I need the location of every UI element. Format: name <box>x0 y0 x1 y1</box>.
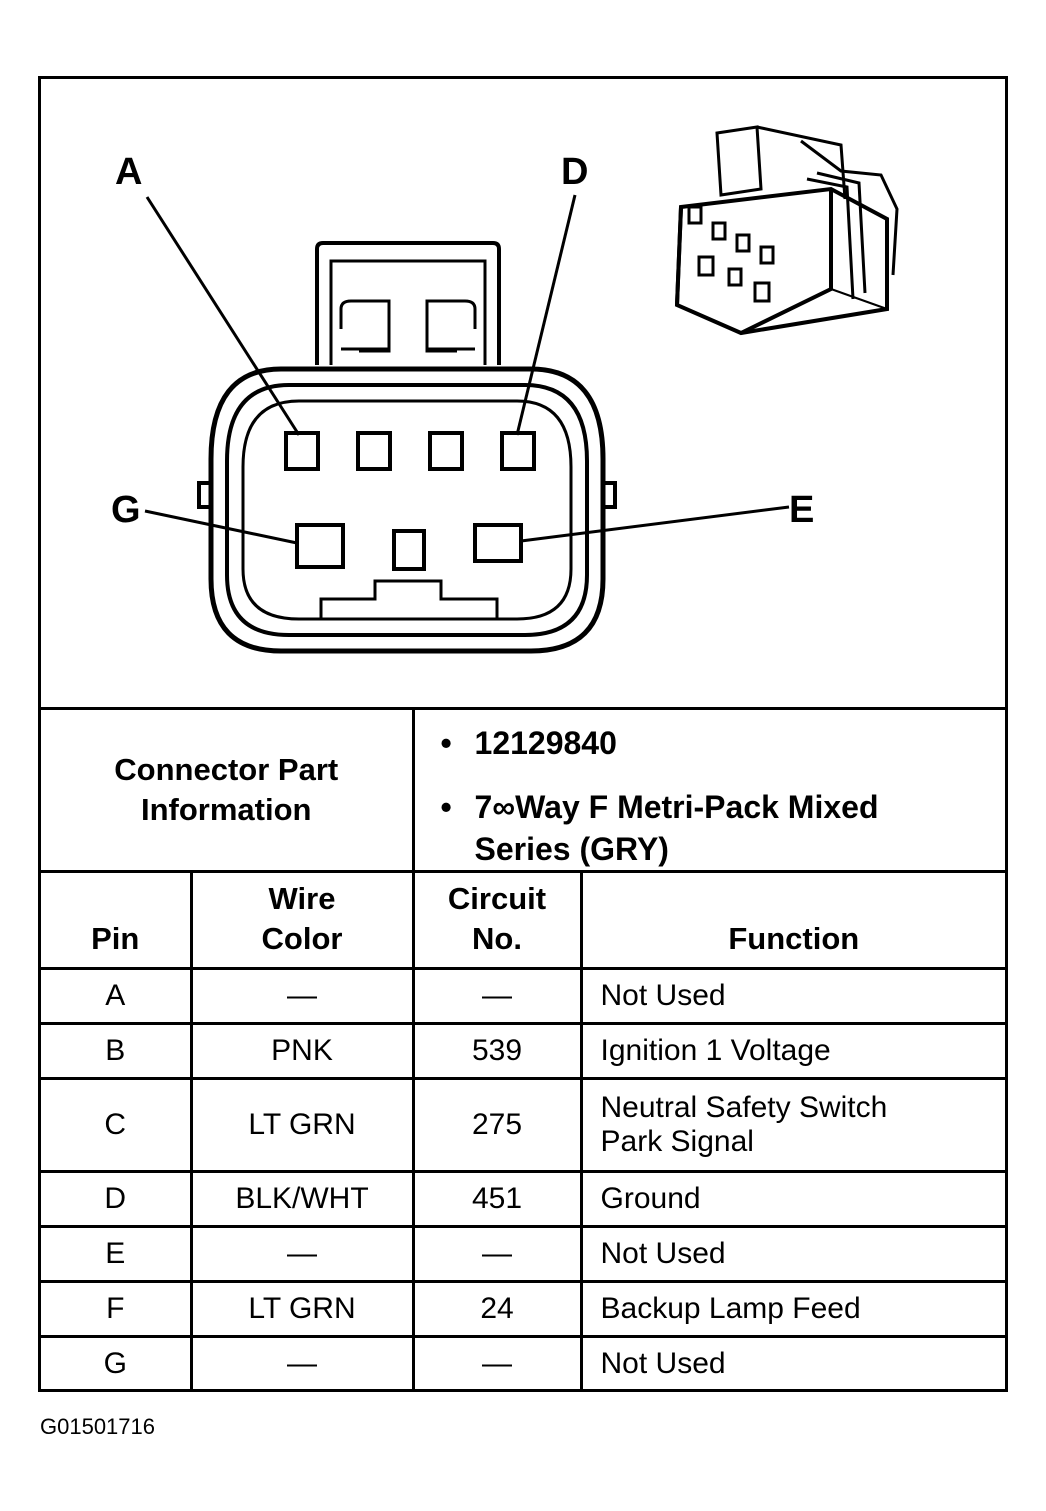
header-circuit-line1: Circuit <box>447 881 547 916</box>
pin-cell: B <box>41 1022 193 1080</box>
table-row: B PNK 539 Ignition 1 Voltage <box>41 1022 1006 1080</box>
circuit-cell: — <box>411 1335 583 1390</box>
part-number: 12129840 <box>441 722 1006 764</box>
header-circuit-no: Circuit No. <box>411 870 583 970</box>
function-cell: Ground <box>579 1170 1006 1228</box>
function-line2: Park Signal <box>600 1125 754 1158</box>
connector-illustration <box>144 125 899 654</box>
function-line1: Neutral Safety Switch <box>600 1091 888 1124</box>
circuit-cell: 451 <box>411 1170 583 1228</box>
connector-face-diagram: A D G E <box>41 79 1005 707</box>
header-wire-color: Wire Color <box>189 870 415 970</box>
connector-info-label-line2: Information <box>141 792 312 827</box>
connector-description-line2: Series (GRY) <box>474 831 669 867</box>
circuit-cell: 275 <box>411 1077 583 1173</box>
header-function: Function <box>579 870 1006 970</box>
function-cell: Ignition 1 Voltage <box>579 1022 1006 1080</box>
table-row: E — — Not Used <box>41 1225 1006 1283</box>
table-row: F LT GRN 24 Backup Lamp Feed <box>41 1280 1006 1338</box>
connector-description-line1: 7∞Way F Metri-Pack Mixed <box>474 789 879 825</box>
pin-cell: C <box>41 1077 193 1173</box>
function-cell: Backup Lamp Feed <box>579 1280 1006 1338</box>
figure-code: G01501716 <box>40 1414 155 1439</box>
pin-label-g: G <box>111 489 141 531</box>
function-cell: Not Used <box>579 967 1006 1025</box>
connector-info-label: Connector Part Information <box>41 707 415 873</box>
connector-description: 7∞Way F Metri-Pack Mixed Series (GRY) <box>441 786 1006 870</box>
pin-cell: E <box>41 1225 193 1283</box>
table-row: D BLK/WHT 451 Ground <box>41 1170 1006 1228</box>
function-cell: Not Used <box>579 1335 1006 1390</box>
table-header-row: Pin Wire Color Circuit No. Function <box>41 870 1006 970</box>
circuit-cell: 539 <box>411 1022 583 1080</box>
wire-color-cell: — <box>189 1335 415 1390</box>
table-row: C LT GRN 275 Neutral Safety Switch Park … <box>41 1077 1006 1173</box>
table-row: A — — Not Used <box>41 967 1006 1025</box>
connector-info-label-line1: Connector Part <box>114 752 339 787</box>
pin-assignment-table: Connector Part Information 12129840 7∞Wa… <box>41 707 1006 1390</box>
connector-diagram-frame: A D G E Connector Part Information 12129… <box>38 76 1008 1392</box>
function-cell: Neutral Safety Switch Park Signal <box>579 1077 1006 1173</box>
circuit-cell: — <box>411 967 583 1025</box>
pin-label-d: D <box>561 151 589 193</box>
connector-info-value: 12129840 7∞Way F Metri-Pack Mixed Series… <box>411 707 1006 873</box>
wire-color-cell: LT GRN <box>189 1077 415 1173</box>
pin-label-e: E <box>789 489 815 531</box>
header-wire-color-line1: Wire <box>268 881 336 916</box>
pin-cell: D <box>41 1170 193 1228</box>
header-pin: Pin <box>41 870 193 970</box>
header-wire-color-line2: Color <box>261 921 343 956</box>
wire-color-cell: BLK/WHT <box>189 1170 415 1228</box>
wire-color-cell: LT GRN <box>189 1280 415 1338</box>
wire-color-cell: — <box>189 1225 415 1283</box>
pin-label-a: A <box>115 151 143 193</box>
table-row: G — — Not Used <box>41 1335 1006 1390</box>
function-cell: Not Used <box>579 1225 1006 1283</box>
pin-cell: A <box>41 967 193 1025</box>
pin-cell: F <box>41 1280 193 1338</box>
pin-cell: G <box>41 1335 193 1390</box>
header-circuit-line2: No. <box>472 921 522 956</box>
circuit-cell: — <box>411 1225 583 1283</box>
connector-info-row: Connector Part Information 12129840 7∞Wa… <box>41 707 1006 873</box>
wire-color-cell: PNK <box>189 1022 415 1080</box>
wire-color-cell: — <box>189 967 415 1025</box>
circuit-cell: 24 <box>411 1280 583 1338</box>
